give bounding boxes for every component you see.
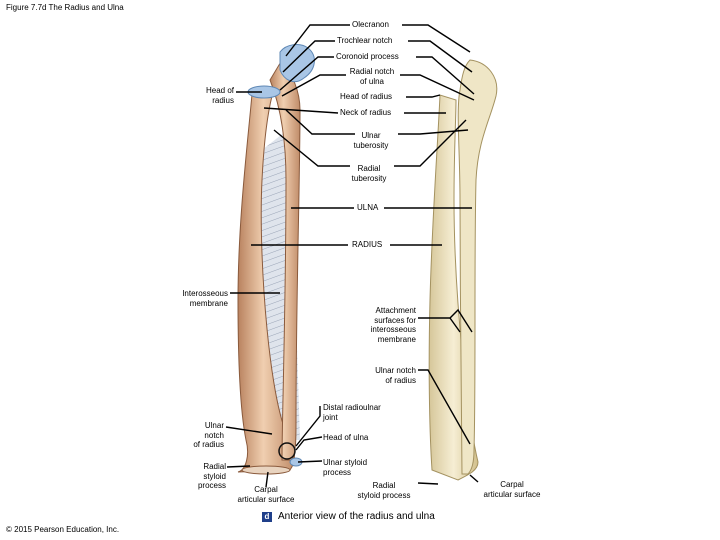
label-radial-notch-of-ulna: Radial notch of ulna (349, 67, 395, 86)
leader-carpal-right (469, 474, 479, 483)
label-olecranon: Olecranon (352, 20, 389, 29)
leader-radial-notch-left (281, 74, 346, 97)
leader-ulnar-tuberosity-left (285, 109, 355, 135)
label-coronoid-process: Coronoid process (336, 52, 399, 61)
label-head-of-radius: Head of radius (340, 92, 393, 101)
label-head-of-radius-left: Head of radius (205, 86, 234, 105)
leader-radial-tuberosity-left (273, 129, 350, 167)
olecranon-cartilage (279, 44, 315, 83)
label-attachment-surfaces: Attachment surfaces for interosseous mem… (370, 306, 416, 344)
caption-text: Anterior view of the radius and ulna (278, 511, 435, 522)
leader-ulnar-notch-right (418, 369, 471, 445)
leader-coronoid-left (279, 56, 334, 91)
label-ulnar-notch-of-radius-left: Ulnar notch of radius (193, 421, 224, 449)
leader-trochlear-left (282, 40, 335, 73)
leader-head-ulna (295, 436, 323, 451)
radius-bone-right (428, 94, 479, 481)
leader-ulnar-styloid (297, 460, 323, 463)
label-head-of-ulna: Head of ulna (323, 433, 369, 442)
figure-title: Figure 7.7d The Radius and Ulna (6, 3, 124, 12)
leader-carpal-left (265, 471, 269, 488)
right-bone-view (428, 59, 498, 481)
figure-caption: d Anterior view of the radius and ulna (262, 511, 435, 522)
leader-radial-tuberosity-right (394, 119, 467, 167)
leader-ulnar-tuberosity-right (398, 129, 469, 135)
label-trochlear-notch: Trochlear notch (337, 36, 393, 45)
label-radius: RADIUS (352, 240, 383, 249)
label-neck-of-radius: Neck of radius (340, 108, 392, 117)
label-distal-radioulnar-joint: Distal radioulnar joint (323, 403, 381, 422)
leader-ulnar-notch-left (225, 426, 273, 435)
label-carpal-articular-left: Carpal articular surface (237, 485, 295, 504)
leader-head-radius-right (406, 94, 441, 98)
leader-olecranon-left (285, 24, 350, 57)
leader-radial-notch (400, 74, 475, 101)
label-interosseous-membrane: Interosseous membrane (182, 289, 228, 308)
ulna-bone-right (457, 59, 498, 475)
label-ulnar-tuberosity: Ulnar tuberosity (353, 131, 389, 150)
left-bone-view (237, 44, 315, 475)
label-radial-styloid-right: Radial styloid process (357, 481, 411, 500)
label-radial-tuberosity: Radial tuberosity (351, 164, 387, 183)
copyright-notice: © 2015 Pearson Education, Inc. (6, 525, 120, 534)
caption-letter-badge: d (262, 511, 272, 522)
leader-radial-styloid-right (417, 482, 439, 485)
leader-olecranon-right (402, 24, 471, 53)
leader-lines (225, 24, 479, 488)
leader-distal-joint (295, 406, 321, 447)
distal-radioulnar-joint-circle (278, 442, 296, 460)
leader-neck-radius-left (263, 107, 339, 114)
leader-coronoid-right (416, 56, 475, 95)
carpal-surface-left (241, 465, 291, 475)
leader-radial-styloid-left (226, 465, 251, 468)
leader-attachment-lower (449, 317, 461, 333)
leader-attachment-upper (418, 308, 473, 333)
leader-trochlear-right (408, 40, 473, 73)
label-ulnar-notch-of-radius-right: Ulnar notch of radius (375, 366, 416, 385)
label-radial-styloid-left: Radial styloid process (197, 462, 226, 490)
label-ulna: ULNA (357, 203, 379, 212)
label-carpal-articular-right: Carpal articular surface (483, 480, 541, 499)
label-ulnar-styloid-process: Ulnar styloid process (323, 458, 368, 477)
